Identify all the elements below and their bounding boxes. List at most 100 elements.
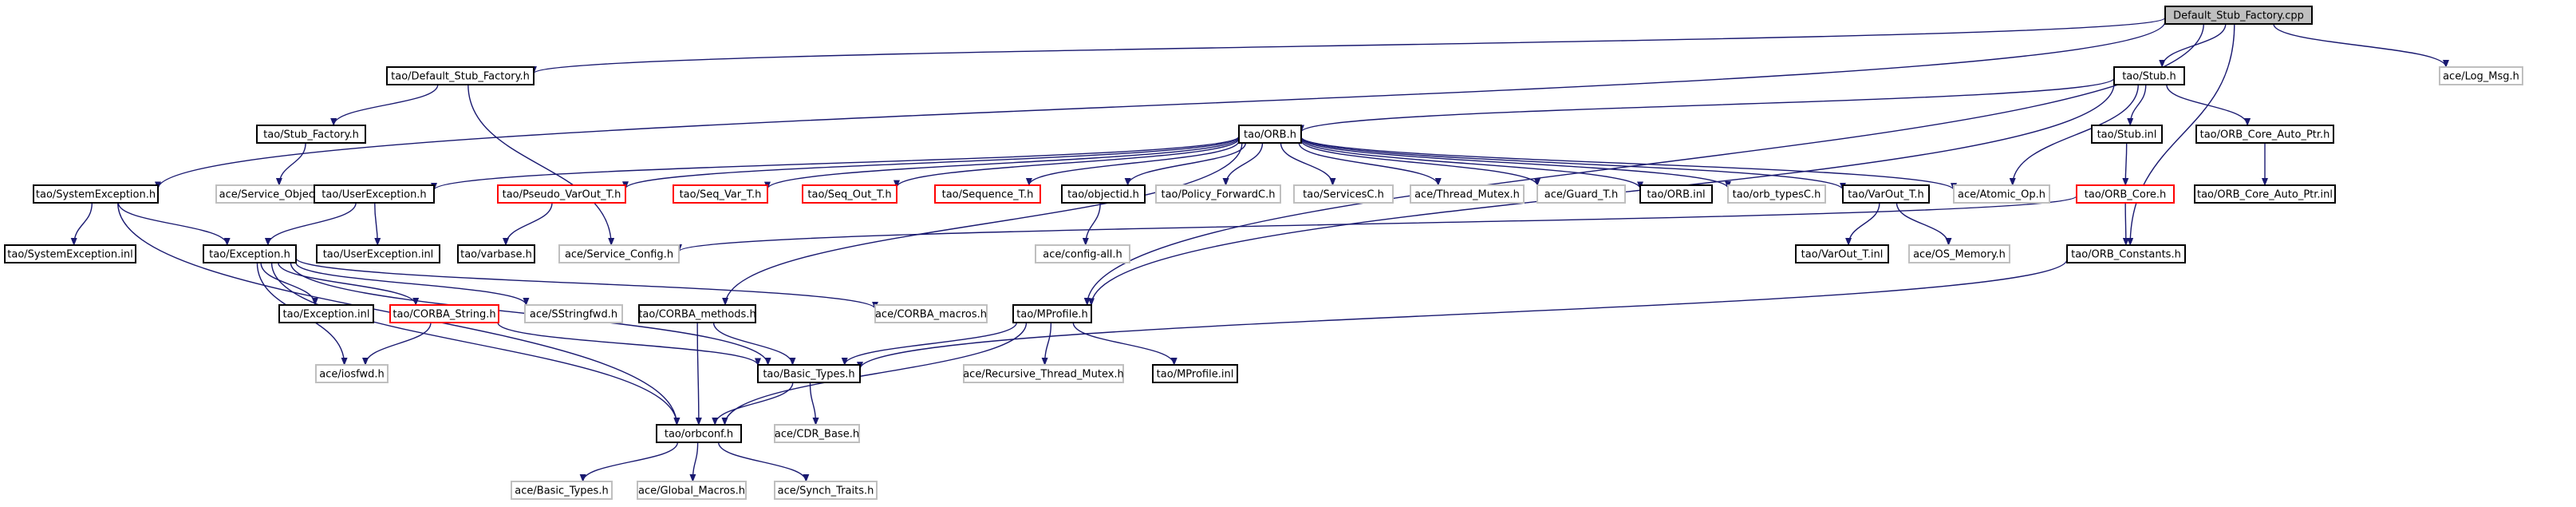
node-stub-h[interactable]: tao/Stub.h (2113, 66, 2185, 85)
node-label: ace/Synch_Traits.h (778, 485, 874, 497)
node-sequence-t[interactable]: tao/Sequence_T.h (934, 184, 1041, 204)
node-exception-h[interactable]: tao/Exception.h (203, 244, 297, 263)
node-iosfwd[interactable]: ace/iosfwd.h (315, 364, 389, 383)
node-label: ace/Log_Msg.h (2443, 71, 2519, 83)
node-label: tao/Basic_Types.h (763, 369, 854, 381)
node-userexc-inl[interactable]: tao/UserException.inl (316, 244, 440, 263)
node-sysexc-h[interactable]: tao/SystemException.h (33, 184, 159, 204)
edge-dsf_h-to-service_config (467, 84, 615, 246)
node-pseudo-varout[interactable]: tao/Pseudo_VarOut_T.h (497, 184, 626, 204)
node-varbase-h[interactable]: tao/varbase.h (457, 244, 535, 263)
node-label: ace/config-all.h (1043, 249, 1122, 261)
node-label: tao/orb_typesC.h (1733, 189, 1821, 201)
node-dsf-h[interactable]: tao/Default_Stub_Factory.h (386, 66, 535, 85)
node-policy-fwd[interactable]: tao/Policy_ForwardC.h (1155, 184, 1281, 204)
node-label: tao/CORBA_methods.h (638, 309, 755, 321)
node-box (314, 184, 435, 204)
node-orb-core-auto-ptr-h[interactable]: tao/ORB_Core_Auto_Ptr.h (2195, 125, 2334, 144)
node-corba-string[interactable]: tao/CORBA_String.h (389, 304, 499, 323)
node-orb-h[interactable]: tao/ORB.h (1238, 125, 1302, 144)
node-orb-core-h[interactable]: tao/ORB_Core.h (2076, 184, 2175, 204)
node-basic-types-tao[interactable]: tao/Basic_Types.h (757, 364, 861, 383)
node-userexc-h[interactable]: tao/UserException.h (314, 184, 435, 204)
node-box (1795, 244, 1889, 263)
node-varout-t[interactable]: tao/VarOut_T.h (1842, 184, 1930, 204)
node-objectid-h[interactable]: tao/objectid.h (1061, 184, 1146, 204)
node-cdr-base[interactable]: ace/CDR_Base.h (774, 424, 860, 443)
node-label: ace/CORBA_macros.h (875, 309, 987, 321)
node-exception-inl[interactable]: tao/Exception.inl (278, 304, 374, 323)
node-mprofile-h[interactable]: tao/MProfile.h (1012, 304, 1092, 323)
node-box (497, 184, 626, 204)
node-box (33, 184, 159, 204)
node-box (774, 424, 860, 443)
node-box (656, 424, 742, 443)
edge-orb_h-to-orb_inl (1300, 138, 1643, 190)
node-label: tao/ORB_Constants.h (2071, 249, 2181, 261)
edge-root-to-sysexc_h (155, 21, 2166, 190)
node-os-memory[interactable]: ace/OS_Memory.h (1908, 244, 2010, 263)
edge-stub_h-to-stub_inl (2127, 84, 2147, 126)
node-service-object[interactable]: ace/Service_Object.h (215, 184, 332, 204)
edge-orbconf-to-synch_traits (717, 442, 810, 482)
edge-stub_inl-to-orb_core_h (2122, 142, 2129, 186)
edge-orb_h-to-sequence_t (1026, 141, 1240, 186)
node-box (1152, 364, 1238, 383)
node-seq-out[interactable]: tao/Seq_Out_T.h (802, 184, 897, 204)
node-label: tao/SystemException.inl (7, 249, 132, 261)
node-label: tao/ORB_Core.h (2085, 189, 2167, 201)
node-corba-methods[interactable]: tao/CORBA_methods.h (638, 304, 756, 323)
edge-orb_core_h-to-service_config (676, 195, 2077, 253)
edge-orb_h-to-seq_var (764, 137, 1240, 190)
node-corba-macros[interactable]: ace/CORBA_macros.h (874, 304, 988, 323)
node-varout-t-inl[interactable]: tao/VarOut_T.inl (1795, 244, 1889, 263)
node-global-macros[interactable]: ace/Global_Macros.h (637, 481, 747, 500)
node-guard-t[interactable]: ace/Guard_T.h (1537, 184, 1626, 204)
node-synch-traits[interactable]: ace/Synch_Traits.h (774, 481, 878, 500)
edge-sysexc_h-to-exception_h (117, 202, 231, 246)
node-orb-typesc[interactable]: tao/orb_typesC.h (1727, 184, 1826, 204)
node-box (637, 481, 747, 500)
node-servicesc[interactable]: tao/ServicesC.h (1293, 184, 1394, 204)
edge-stub_h-to-atomic_op (2009, 84, 2139, 186)
node-box (256, 125, 366, 144)
node-stub-factory-h[interactable]: tao/Stub_Factory.h (256, 125, 366, 144)
edge-sysexc_h-to-sysexc_inl (70, 202, 93, 246)
node-label: ace/Service_Config.h (565, 249, 673, 261)
node-label: ace/Guard_T.h (1544, 189, 1618, 201)
node-box (1953, 184, 2050, 204)
node-label: tao/VarOut_T.h (1848, 189, 1923, 201)
edge-pseudo_varout-to-varbase_h (503, 202, 553, 246)
node-box (1155, 184, 1281, 204)
node-config-all[interactable]: ace/config-all.h (1035, 244, 1130, 263)
node-label: tao/VarOut_T.inl (1801, 249, 1884, 261)
edge-exception_h-to-orbconf (270, 262, 680, 426)
node-sysexc-inl[interactable]: tao/SystemException.inl (4, 244, 136, 263)
edge-root-to-dsf_h (531, 17, 2166, 74)
node-label: ace/SStringfwd.h (530, 309, 617, 321)
node-orb-inl[interactable]: tao/ORB.inl (1639, 184, 1713, 204)
node-log-msg[interactable]: ace/Log_Msg.h (2439, 66, 2523, 85)
node-root[interactable]: Default_Stub_Factory.cpp (2164, 6, 2313, 25)
node-box (203, 244, 297, 263)
node-box (757, 364, 861, 383)
node-atomic-op[interactable]: ace/Atomic_Op.h (1953, 184, 2050, 204)
node-sstringfwd[interactable]: ace/SStringfwd.h (524, 304, 623, 323)
node-thread-mutex[interactable]: ace/Thread_Mutex.h (1410, 184, 1525, 204)
node-orb-core-auto-ptr-inl[interactable]: tao/ORB_Core_Auto_Ptr.inl (2194, 184, 2336, 204)
node-basic-types-ace[interactable]: ace/Basic_Types.h (511, 481, 613, 500)
node-stub-inl[interactable]: tao/Stub.inl (2091, 125, 2163, 144)
node-recursive-mutex[interactable]: ace/Recursive_Thread_Mutex.h (963, 364, 1124, 383)
node-label: tao/UserException.inl (323, 249, 434, 261)
node-box (315, 364, 389, 383)
node-box (1410, 184, 1525, 204)
node-orb-constants[interactable]: tao/ORB_Constants.h (2066, 244, 2186, 263)
node-service-config[interactable]: ace/Service_Config.h (558, 244, 680, 263)
edge-stub_h-to-orb_core_auto_ptr_h (2166, 84, 2251, 126)
edge-orb_constants-to-basic_types_tao (857, 259, 2068, 370)
node-mprofile-inl[interactable]: tao/MProfile.inl (1152, 364, 1238, 383)
node-orbconf[interactable]: tao/orbconf.h (656, 424, 742, 443)
node-box (1293, 184, 1394, 204)
node-seq-var[interactable]: tao/Seq_Var_T.h (673, 184, 768, 204)
